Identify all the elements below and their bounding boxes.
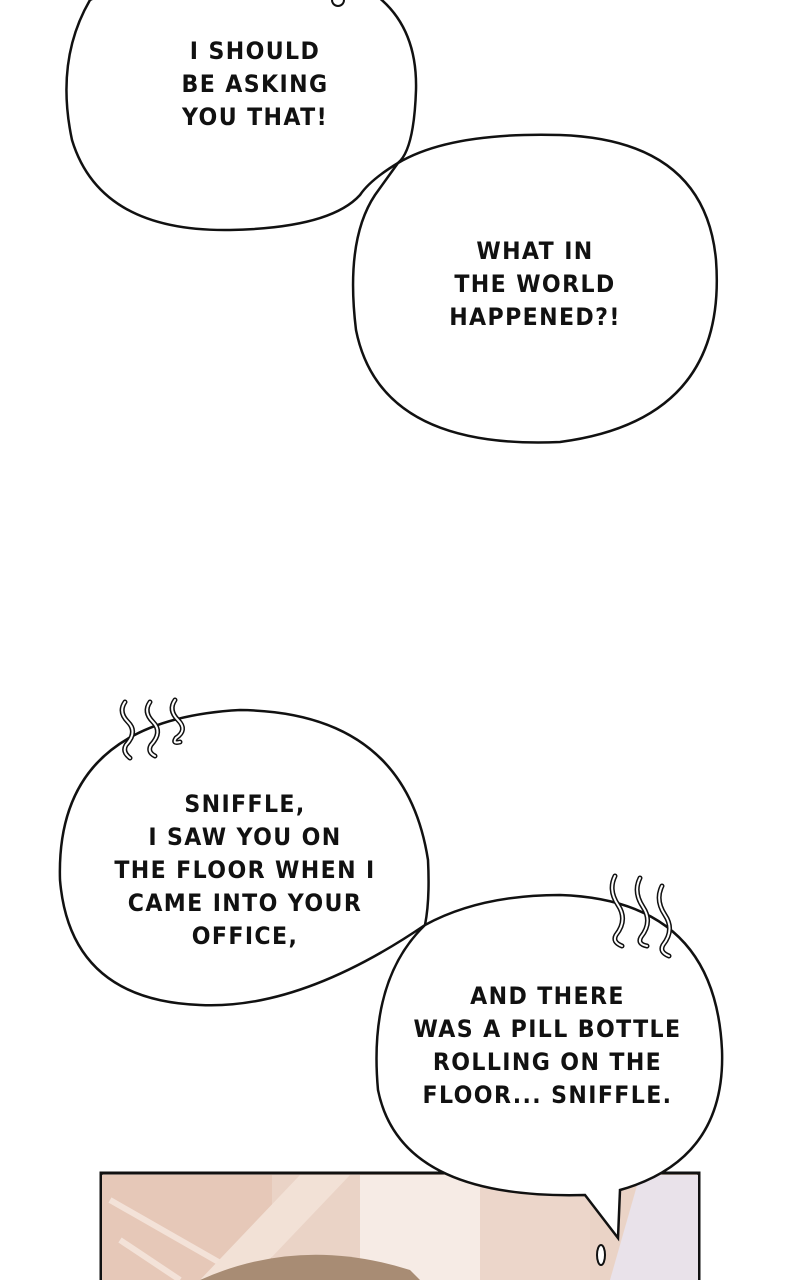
speech-bubble-2: [351, 133, 719, 444]
bubble-2-text: What inthe worldhappened?!: [449, 237, 621, 331]
hair: [200, 1254, 420, 1280]
bubble-4-text: And therewas a pill bottlerolling on the…: [413, 982, 682, 1109]
bubble-3-text: Sniffle,I saw you onthe floor when Icame…: [114, 790, 376, 950]
speech-bubble-1: [65, 0, 418, 232]
speech-bubble-3: [58, 708, 430, 1007]
sweat-drop-icon: [596, 1244, 606, 1266]
speech-bubble-4: [375, 893, 724, 1242]
bubble-1-text: I shouldbe askingyou that!: [181, 37, 329, 131]
